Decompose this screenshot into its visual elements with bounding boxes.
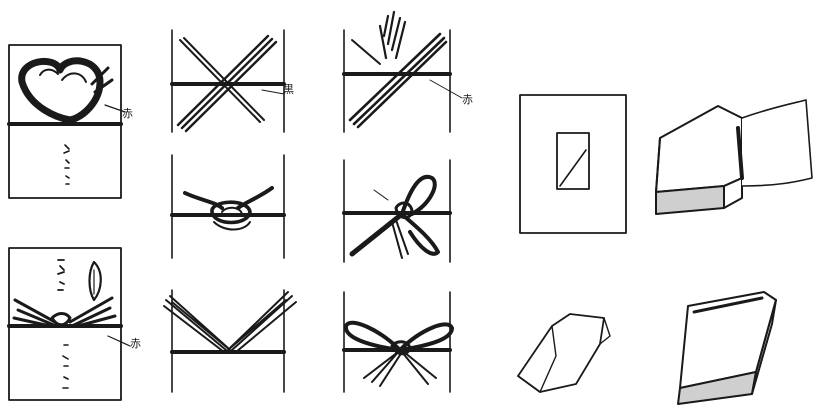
cord-bow-knot [344,292,452,392]
label-red-cord: 赤 [462,94,473,105]
envelope-awaji-with-inscription [9,248,130,400]
cord-crossed-with-noshi [344,12,462,132]
cord-crossed-straight [172,30,284,132]
label-red-envelope: 赤 [122,108,133,119]
label-red-envelope-lower: 赤 [130,338,141,349]
card-with-noshi-window [520,95,626,233]
box-with-wrap-flap [656,100,812,214]
label-black-cord: 黒 [283,84,294,95]
cord-single-loop [344,160,450,262]
folded-paper-noshi [518,314,610,392]
envelope-musubikiri-with-cord [9,45,125,198]
wrapped-box [678,292,776,404]
cord-square-knot [172,155,284,258]
cord-v-spread [164,290,296,392]
